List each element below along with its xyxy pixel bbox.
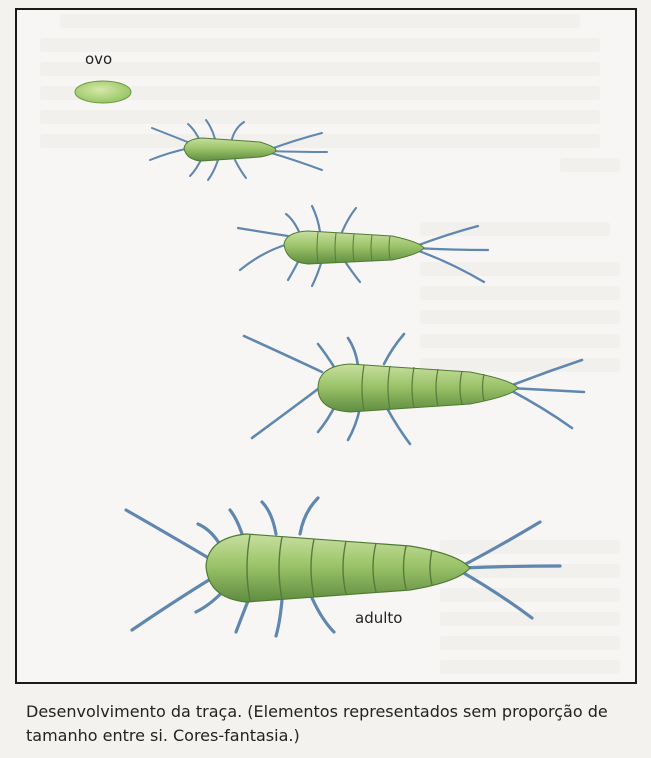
egg-shape	[75, 81, 131, 103]
figure-caption: Desenvolvimento da traça. (Elementos rep…	[26, 700, 626, 748]
moth-stage-3-body	[318, 364, 518, 412]
egg-label: ovo	[85, 50, 112, 68]
moth-development-illustration	[0, 0, 651, 690]
adult-label: adulto	[355, 609, 402, 627]
moth-stage-1-body	[184, 138, 276, 161]
